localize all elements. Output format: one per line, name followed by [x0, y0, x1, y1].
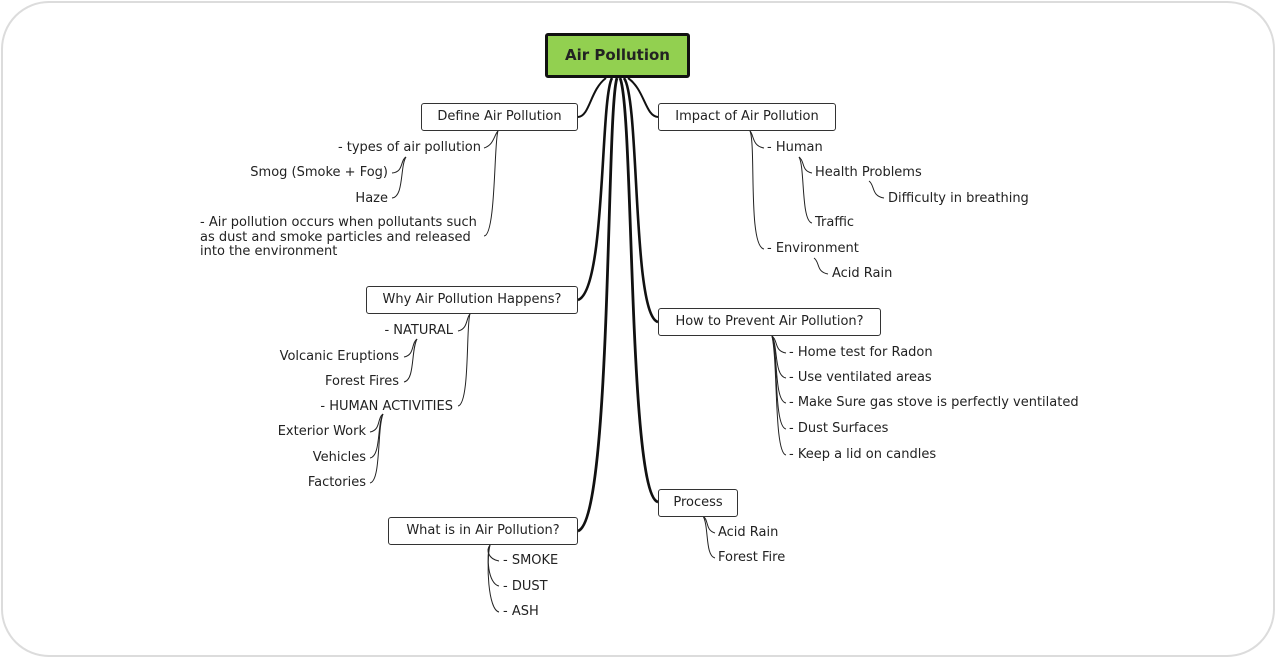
- subtopic-exterior-work[interactable]: Exterior Work: [277, 424, 366, 439]
- subtopic-traffic[interactable]: Traffic: [815, 215, 855, 230]
- subtopic-vehicles[interactable]: Vehicles: [312, 450, 366, 465]
- subtopic-forest-fires[interactable]: Forest Fires: [324, 374, 399, 389]
- subtopic-difficulty-in-breathing[interactable]: Difficulty in breathing: [888, 191, 1029, 206]
- topic-impact-of-air-pollution[interactable]: Impact of Air Pollution: [658, 103, 836, 131]
- subtopic-dust[interactable]: - DUST: [503, 579, 548, 594]
- subtopic-volcanic-eruptions[interactable]: Volcanic Eruptions: [279, 349, 399, 364]
- subtopic-acid-rain-process[interactable]: Acid Rain: [718, 525, 779, 540]
- subtopic-gas-stove-ventilated[interactable]: - Make Sure gas stove is perfectly venti…: [789, 395, 1079, 410]
- subtopic-acid-rain-impact[interactable]: Acid Rain: [832, 266, 893, 281]
- subtopic-types-of-air-pollution[interactable]: - types of air pollution: [337, 140, 481, 155]
- root-topic[interactable]: Air Pollution: [545, 33, 690, 78]
- subtopic-human[interactable]: - Human: [767, 140, 823, 155]
- subtopic-smoke[interactable]: - SMOKE: [503, 553, 559, 568]
- subtopic-factories[interactable]: Factories: [307, 475, 366, 490]
- topic-why-air-pollution-happens[interactable]: Why Air Pollution Happens?: [366, 286, 578, 314]
- subtopic-ash[interactable]: - ASH: [503, 604, 539, 619]
- subtopic-health-problems[interactable]: Health Problems: [815, 165, 922, 180]
- topic-how-to-prevent-air-pollution[interactable]: How to Prevent Air Pollution?: [658, 308, 881, 336]
- subtopic-environment[interactable]: - Environment: [767, 241, 859, 256]
- subtopic-dust-surfaces[interactable]: - Dust Surfaces: [789, 421, 889, 436]
- subtopic-home-test-radon[interactable]: - Home test for Radon: [789, 345, 933, 360]
- subtopic-human-activities[interactable]: - HUMAN ACTIVITIES: [320, 399, 453, 414]
- topic-define-air-pollution[interactable]: Define Air Pollution: [421, 103, 578, 131]
- subtopic-natural[interactable]: - NATURAL: [384, 323, 453, 338]
- subtopic-definition[interactable]: - Air pollution occurs when pollutants s…: [200, 215, 477, 259]
- topic-process[interactable]: Process: [658, 489, 738, 517]
- subtopic-haze[interactable]: Haze: [355, 191, 388, 206]
- subtopic-smog[interactable]: Smog (Smoke + Fog): [250, 165, 388, 180]
- subtopic-forest-fire[interactable]: Forest Fire: [718, 550, 786, 565]
- subtopic-use-ventilated-areas[interactable]: - Use ventilated areas: [789, 370, 932, 385]
- subtopic-keep-lid-on-candles[interactable]: - Keep a lid on candles: [789, 447, 937, 462]
- topic-what-is-in-air-pollution[interactable]: What is in Air Pollution?: [388, 517, 578, 545]
